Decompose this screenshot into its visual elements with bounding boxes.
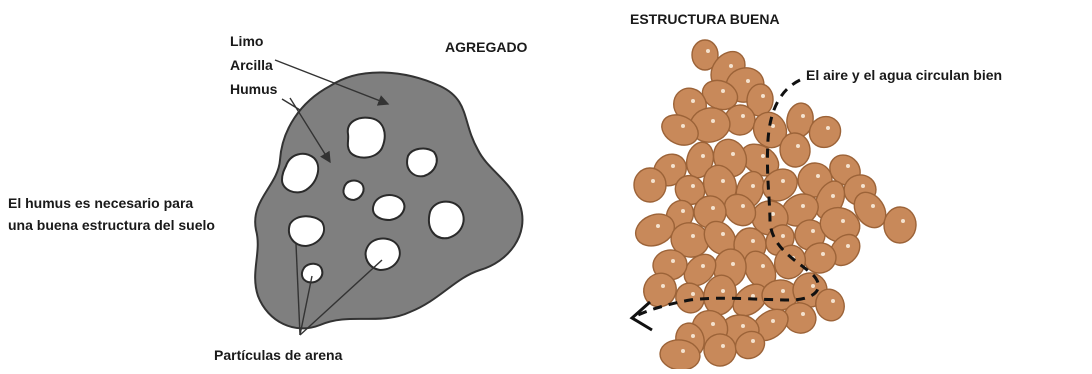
soil-particle-cluster: [631, 40, 917, 369]
particle-highlight: [721, 179, 725, 183]
pore: [348, 118, 385, 158]
particle-highlight: [771, 212, 775, 216]
particle-highlight: [796, 144, 800, 148]
good-structure-panel: ESTRUCTURA BUENA El aire y el agua circu…: [630, 11, 1002, 369]
particle-highlight: [751, 339, 755, 343]
pore: [343, 181, 363, 200]
particle-highlight: [826, 126, 830, 130]
particle-highlight: [841, 219, 845, 223]
particle-highlight: [761, 94, 765, 98]
particle-highlight: [721, 232, 725, 236]
particle-highlight: [781, 289, 785, 293]
particle-highlight: [811, 229, 815, 233]
particle-highlight: [816, 174, 820, 178]
particle-highlight: [721, 289, 725, 293]
particle-highlight: [831, 194, 835, 198]
particle-highlight: [681, 209, 685, 213]
soil-particle: [883, 206, 917, 244]
humus-note-line-2: una buena estructura del suelo: [8, 217, 215, 233]
particle-highlight: [741, 204, 745, 208]
particle-highlight: [761, 154, 765, 158]
sand-label: Partículas de arena: [214, 347, 343, 363]
particle-highlight: [721, 89, 725, 93]
pore: [289, 216, 324, 246]
particle-highlight: [861, 184, 865, 188]
particle-highlight: [731, 152, 735, 156]
component-label-limo: Limo: [230, 33, 263, 49]
particle-highlight: [711, 119, 715, 123]
particle-highlight: [871, 204, 875, 208]
pore: [407, 149, 437, 177]
pore: [373, 195, 404, 220]
component-label-arcilla: Arcilla: [230, 57, 273, 73]
particle-highlight: [781, 179, 785, 183]
flow-arrowhead: [632, 302, 652, 330]
aggregate-title: AGREGADO: [445, 39, 528, 55]
particle-highlight: [661, 284, 665, 288]
particle-highlight: [811, 284, 815, 288]
particle-highlight: [706, 49, 710, 53]
aggregate-panel: AGREGADO Limo Arcilla Humus El humus es …: [8, 33, 528, 363]
particle-highlight: [701, 264, 705, 268]
particle-highlight: [671, 164, 675, 168]
particle-highlight: [651, 179, 655, 183]
particle-highlight: [781, 234, 785, 238]
particle-highlight: [729, 64, 733, 68]
humus-note-line-1: El humus es necesario para: [8, 195, 193, 211]
particle-highlight: [831, 299, 835, 303]
good-structure-title: ESTRUCTURA BUENA: [630, 11, 780, 27]
particle-highlight: [821, 252, 825, 256]
particle-highlight: [846, 164, 850, 168]
particle-highlight: [801, 114, 805, 118]
flow-label: El aire y el agua circulan bien: [806, 67, 1002, 83]
pore: [302, 264, 322, 283]
component-label-humus: Humus: [230, 81, 278, 97]
particle-highlight: [711, 206, 715, 210]
particle-highlight: [671, 259, 675, 263]
particle-highlight: [681, 124, 685, 128]
particle-highlight: [731, 262, 735, 266]
particle-highlight: [901, 219, 905, 223]
pore: [366, 239, 400, 271]
particle-highlight: [801, 204, 805, 208]
particle-highlight: [691, 292, 695, 296]
particle-highlight: [751, 239, 755, 243]
pore: [429, 202, 464, 239]
particle-highlight: [721, 344, 725, 348]
particle-highlight: [771, 319, 775, 323]
particle-highlight: [681, 349, 685, 353]
particle-highlight: [691, 334, 695, 338]
particle-highlight: [771, 124, 775, 128]
particle-highlight: [656, 224, 660, 228]
particle-highlight: [751, 184, 755, 188]
particle-highlight: [691, 99, 695, 103]
particle-highlight: [846, 244, 850, 248]
particle-highlight: [746, 79, 750, 83]
particle-highlight: [741, 114, 745, 118]
particle-highlight: [691, 184, 695, 188]
particle-highlight: [801, 312, 805, 316]
particle-highlight: [741, 324, 745, 328]
particle-highlight: [761, 264, 765, 268]
particle-highlight: [691, 234, 695, 238]
particle-highlight: [711, 322, 715, 326]
soil-particle: [634, 168, 667, 203]
particle-highlight: [701, 154, 705, 158]
